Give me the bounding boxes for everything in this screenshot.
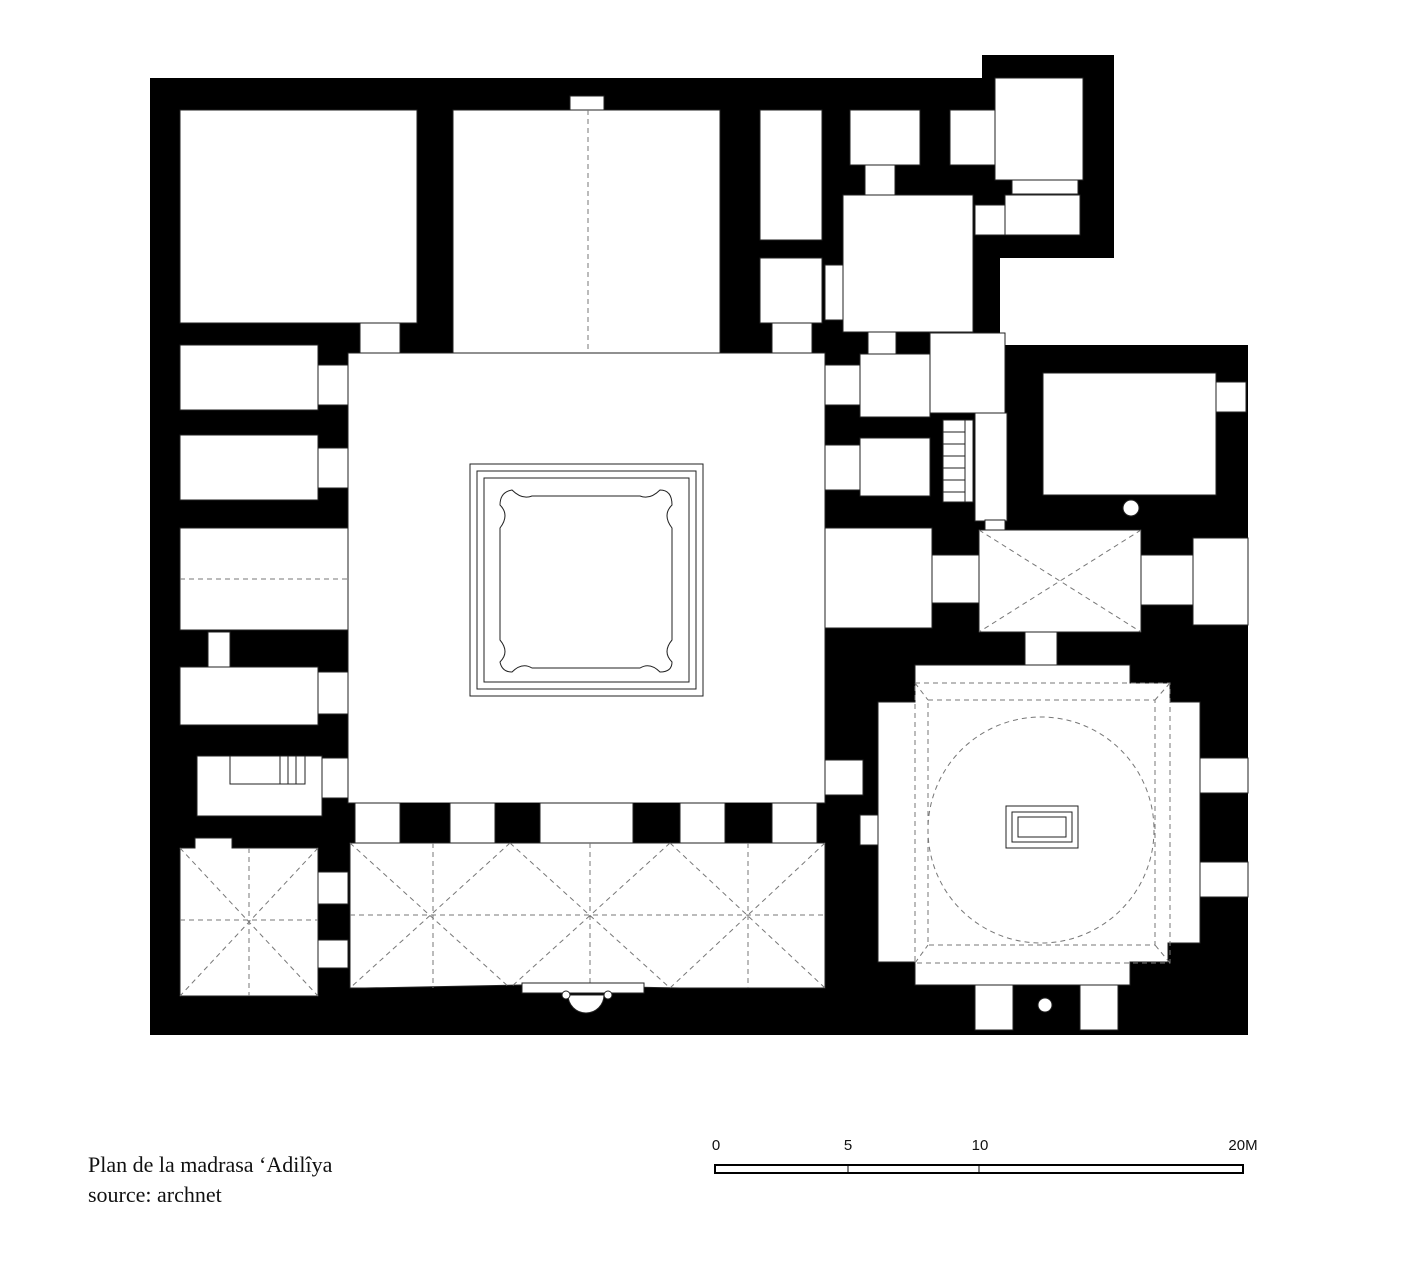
- room-west-3: [179, 666, 319, 726]
- room: [974, 204, 1006, 236]
- scale-tick-label: 5: [843, 1137, 853, 1154]
- room: [759, 257, 823, 324]
- scale-tick-label: 10: [971, 1137, 989, 1154]
- room: [849, 109, 921, 166]
- tower-room: [994, 77, 1084, 181]
- pier: [495, 803, 540, 843]
- doorway: [824, 444, 861, 491]
- corridor: [974, 412, 1008, 522]
- room: [842, 194, 974, 333]
- window: [1199, 757, 1249, 794]
- room-west-2: [179, 434, 319, 501]
- doorway: [864, 164, 896, 196]
- scale-bar: [714, 1164, 1244, 1174]
- doorway: [931, 554, 980, 604]
- pier: [725, 803, 772, 843]
- window: [1079, 984, 1119, 1031]
- doorway: [317, 671, 349, 715]
- room-southwest: [179, 837, 319, 997]
- room: [824, 527, 933, 629]
- staircase-west: [196, 755, 323, 817]
- niche: [1122, 499, 1140, 517]
- window: [1199, 861, 1249, 898]
- room-west-1: [179, 344, 319, 411]
- plan-source: source: archnet: [88, 1182, 222, 1207]
- doorway: [1011, 179, 1079, 195]
- corridor: [929, 332, 1006, 414]
- mausoleum-dome-chamber: [877, 664, 1201, 986]
- doorway: [984, 519, 1006, 531]
- entrance: [521, 982, 645, 994]
- window: [859, 814, 879, 846]
- doorway: [1140, 554, 1194, 606]
- pier: [633, 803, 680, 843]
- doorway: [317, 364, 349, 406]
- room-northwest: [179, 109, 418, 324]
- doorway: [317, 939, 349, 969]
- window: [824, 759, 864, 796]
- room: [1192, 537, 1249, 626]
- doorway: [359, 322, 401, 354]
- room-east: [1042, 372, 1217, 496]
- doorway: [321, 757, 349, 799]
- doorway: [317, 447, 349, 489]
- doorway: [824, 264, 844, 321]
- scale-tick-label: 20M: [1228, 1137, 1258, 1154]
- room: [759, 109, 823, 241]
- room: [859, 437, 931, 497]
- doorway: [207, 631, 231, 668]
- plan-title: Plan de la madrasa ‘Adilîya: [88, 1152, 333, 1177]
- doorway: [1024, 631, 1058, 666]
- north-iwan: [452, 109, 721, 356]
- window: [974, 984, 1014, 1031]
- niche: [569, 95, 605, 111]
- entrance-portal: [567, 994, 605, 1014]
- room: [1004, 194, 1081, 236]
- doorway: [317, 871, 349, 905]
- room: [859, 353, 931, 418]
- vestibule: [978, 529, 1142, 633]
- scale-tick-label: 0: [711, 1137, 721, 1154]
- courtyard: [347, 352, 826, 804]
- room: [867, 331, 897, 355]
- doorway: [824, 364, 861, 406]
- doorway: [771, 322, 813, 354]
- fountain-basin: [469, 463, 704, 697]
- south-portico: [349, 842, 826, 989]
- pier: [400, 803, 450, 843]
- room: [949, 109, 996, 166]
- staircase-east: [942, 419, 974, 503]
- window: [1215, 381, 1247, 413]
